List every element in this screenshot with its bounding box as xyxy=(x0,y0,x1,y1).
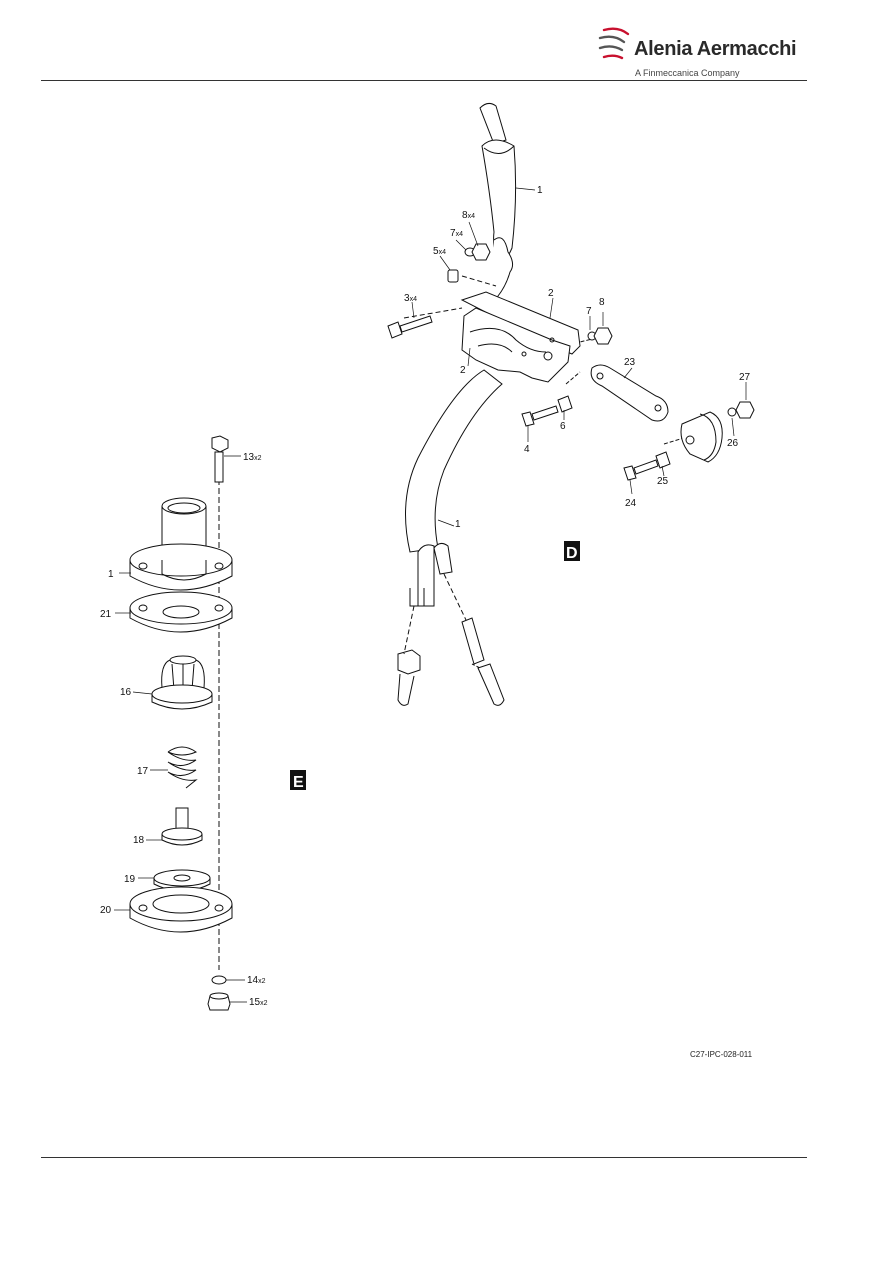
callout-e-16: 16 xyxy=(120,687,132,698)
callout-d-25: 25 xyxy=(657,476,669,487)
callout-d-5x4: 5x4 xyxy=(433,246,446,257)
logo-brand-sub: A Finmeccanica Company xyxy=(635,68,740,78)
callout-d-8: 8 xyxy=(599,297,605,308)
view-letter-box-d xyxy=(564,541,580,561)
callout-d-6: 6 xyxy=(560,421,566,432)
callout-d-2-lower: 2 xyxy=(460,365,466,376)
callout-d-1-lower: 1 xyxy=(455,519,461,530)
view-letter-box-e xyxy=(290,770,306,790)
view-letter-e: E xyxy=(293,774,304,791)
callout-d-26: 26 xyxy=(727,438,739,449)
callout-e-20: 20 xyxy=(100,905,112,916)
figure-reference: C27-IPC-028-011 xyxy=(690,1050,753,1059)
callout-d-2-upper: 2 xyxy=(548,288,554,299)
header-rule xyxy=(41,80,807,81)
callout-e-14x2: 14x2 xyxy=(247,975,266,986)
callout-d-24: 24 xyxy=(625,498,637,509)
callout-d-4: 4 xyxy=(524,444,530,455)
callout-d-27: 27 xyxy=(739,372,751,383)
callout-d-3x4: 3x4 xyxy=(404,293,417,304)
callout-d-23: 23 xyxy=(624,357,636,368)
callout-e-13x2: 13x2 xyxy=(243,452,262,463)
callout-e-18: 18 xyxy=(133,835,145,846)
callout-e-15x2: 15x2 xyxy=(249,997,268,1008)
callout-d-8x4: 8x4 xyxy=(462,210,475,221)
footer-rule xyxy=(41,1157,807,1158)
callout-d-7x4: 7x4 xyxy=(450,228,463,239)
callout-e-21: 21 xyxy=(100,609,112,620)
logo-brand-name: Alenia Aermacchi xyxy=(634,38,797,60)
logo-mark-icon xyxy=(598,27,630,60)
callout-d-1-upper: 1 xyxy=(537,185,543,196)
callout-e-17: 17 xyxy=(137,766,149,777)
view-letter-d: D xyxy=(566,545,578,562)
company-logo: Alenia Aermacchi A Finmeccanica Company xyxy=(596,24,797,80)
callout-e-1: 1 xyxy=(108,569,114,580)
callout-e-19: 19 xyxy=(124,874,136,885)
callout-d-7: 7 xyxy=(586,306,592,317)
